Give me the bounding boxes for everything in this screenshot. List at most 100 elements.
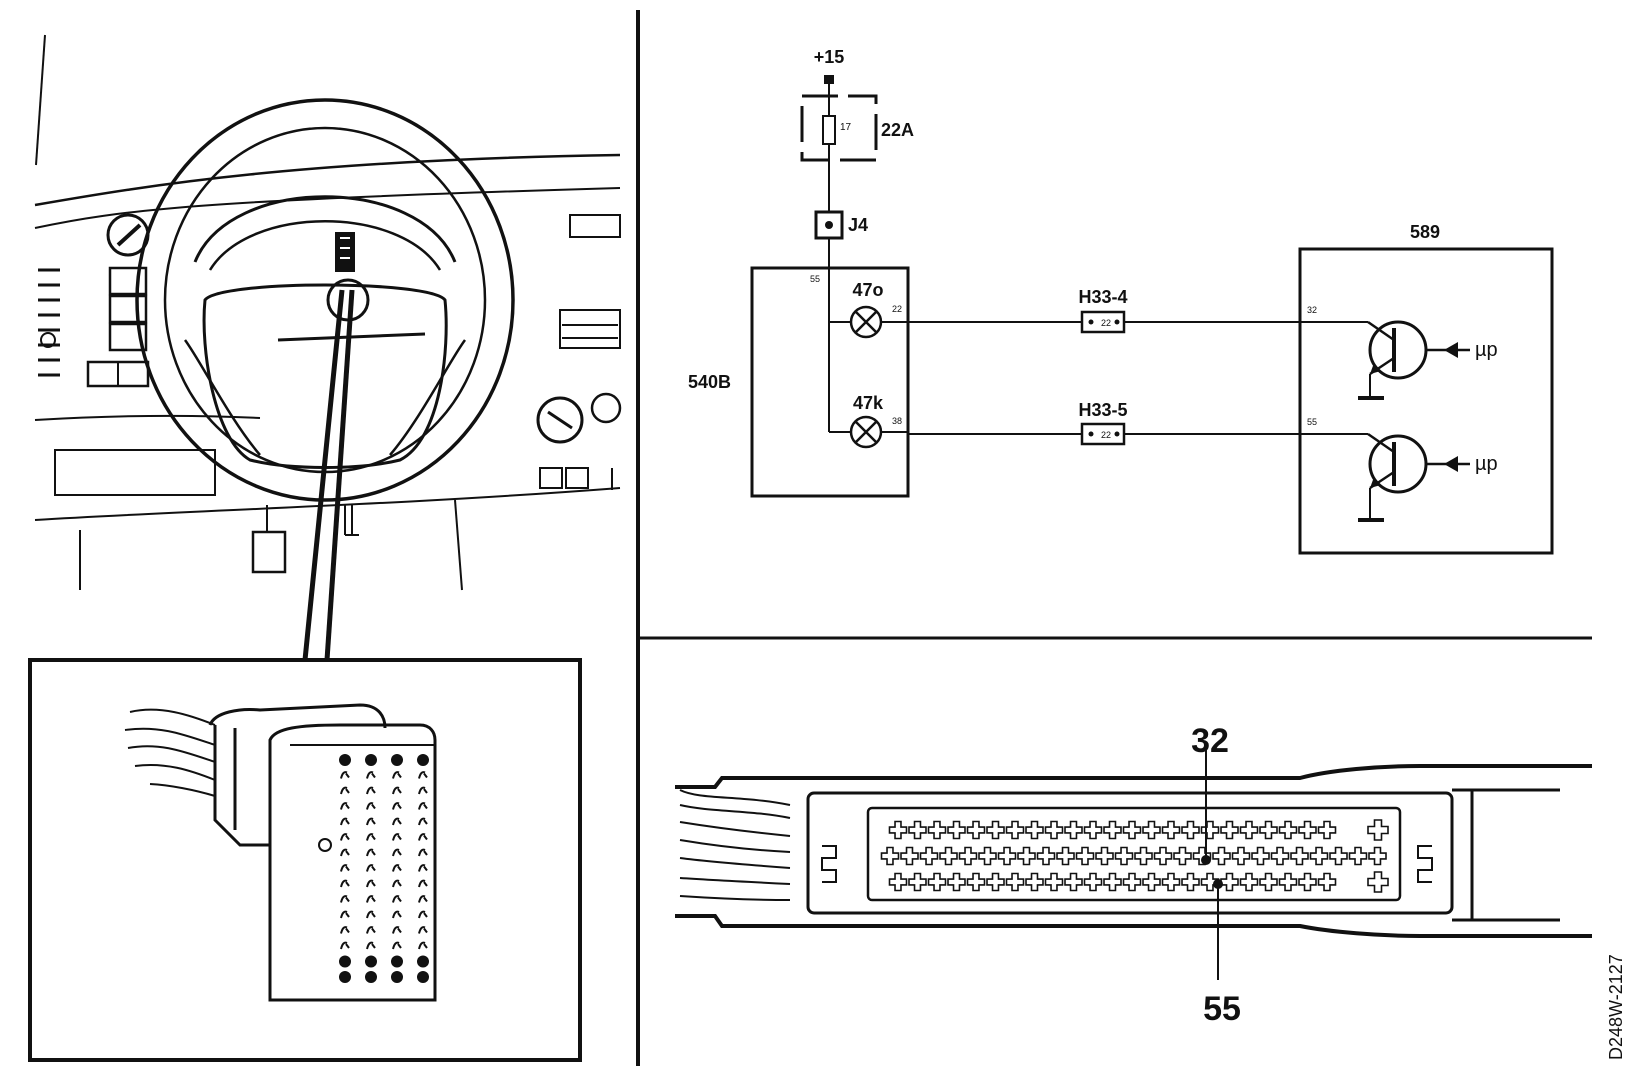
block-pin [392,833,402,841]
left-air-vent [38,268,60,377]
connector-pin [919,846,939,866]
connector-h33-4 [1080,310,1126,334]
connector-pin [1122,872,1142,892]
connector-pin [1103,820,1122,840]
block-pin [366,926,376,934]
connector-pin [1200,820,1220,840]
connector-bottom-pin: 22 [1101,430,1111,440]
connector-pin [1122,820,1142,840]
connector-pin [986,872,1005,892]
block-pin [392,848,402,857]
connector-pin [888,872,908,892]
connector-pin [958,846,978,866]
connector-pin [947,820,966,840]
dashboard-illustration [34,34,622,591]
block-pin [340,895,350,903]
connector-pin [1103,872,1122,892]
connector-pin [1134,846,1153,866]
instrument-input-pin: 55 [810,274,820,284]
connector-pin [1161,820,1181,840]
block-pin [339,754,351,766]
connector-pin [1153,846,1173,866]
connector-bottom-label: H33-5 [1078,400,1127,420]
block-pin [366,910,376,919]
block-pin [392,879,402,888]
connector-pin [1290,846,1309,866]
block-pin [340,879,350,888]
block-pin [392,802,402,810]
block-pin [392,771,402,779]
block-pin [392,817,402,826]
block-pin [340,848,350,857]
block-pin [340,771,350,779]
pedal [251,505,287,574]
connector-pin [1142,872,1161,892]
control-unit-pin-top: 32 [1307,305,1317,315]
connector-pin [986,820,1005,840]
connector-pin [1212,846,1231,866]
connector-pin [1270,846,1290,866]
connector-pin [1181,872,1200,892]
block-pin [366,817,376,826]
transistor-bottom-symbol [1300,432,1470,522]
block-pin [366,848,376,857]
connector-pin [1278,872,1298,892]
block-pin [392,941,402,950]
connector-pin-field [866,806,1402,902]
block-pin [417,971,429,983]
block-pin [366,802,376,810]
lamp-top-label: 47o [852,280,883,300]
mu-label-bottom: µp [1475,453,1498,475]
connector-pin [908,820,927,840]
glovebox-panel [54,449,216,496]
block-pin [418,910,428,919]
block-pin [365,955,377,968]
block-pin [339,971,351,983]
horn-connector [335,232,355,272]
drawing-code: D248W-2127 [1606,954,1626,1060]
pointer-line-right [324,289,355,661]
block-pin [366,771,376,779]
pin-32-marker [1201,855,1211,865]
pin-55-marker [1213,879,1223,889]
connector-pin [888,820,908,840]
block-pin [418,879,428,888]
connector-pin [908,872,927,892]
block-pin [392,786,402,795]
connector-pin [978,846,997,866]
lamp-bottom-label: 47k [853,393,884,413]
connector-pin [1044,872,1064,892]
block-pin [418,833,428,841]
connector-pin [1309,846,1329,866]
connector-pin [1298,872,1317,892]
block-pin [392,864,402,872]
connector-pin [1367,871,1389,893]
connector-pin [1278,820,1298,840]
connector-pin [1220,872,1239,892]
connector-pin [927,872,947,892]
block-pin [418,786,428,795]
block-pin [339,955,351,968]
pin-32-callout: 32 [1191,722,1229,760]
control-unit-label: 589 [1410,222,1440,242]
connector-pin [1083,820,1103,840]
connector-pin [1114,846,1134,866]
fuse-box-label: 22A [881,120,914,140]
connector-pin [1348,846,1368,866]
connector-pin [1005,872,1025,892]
connector-pin [1368,846,1387,866]
instrument-module-label: 540B [688,372,731,392]
block-pin [418,926,428,934]
block-pin [366,786,376,795]
connector-pin [1220,820,1239,840]
transistor-top-symbol [1300,320,1470,400]
lamp-top-symbol [849,305,883,339]
mu-label-top: µp [1475,339,1498,361]
connector-pin [1317,872,1337,892]
block-pin [418,802,428,810]
connector-top-pin: 22 [1101,318,1111,328]
connector-pin [1329,846,1348,866]
control-unit-589 [1298,247,1554,555]
block-pin [340,941,350,950]
connector-pin [1173,846,1192,866]
